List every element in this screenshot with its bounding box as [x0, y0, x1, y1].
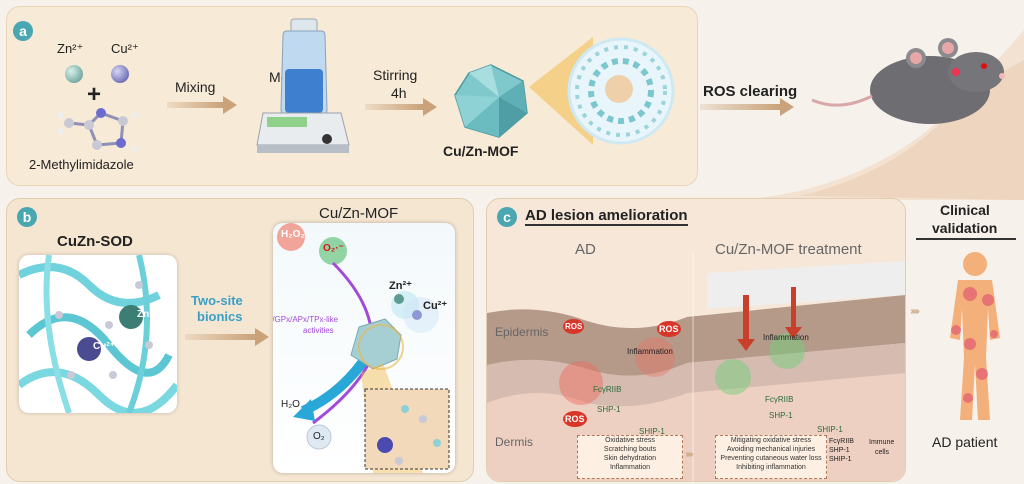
mof-cu-label: Cu²⁺	[423, 300, 448, 312]
legend-immune-cells-line1: Immune	[869, 439, 895, 446]
sod-title: CuZn-SOD	[57, 233, 133, 250]
panel-c-title: AD lesion amelioration	[525, 207, 688, 226]
oxygen-label: O₂	[313, 431, 325, 442]
panel-b-badge: b	[17, 207, 37, 227]
bionics-label: bionics	[197, 309, 243, 324]
ligand-label: 2-Methylimidazole	[29, 157, 134, 172]
imidazole-molecule-icon	[58, 108, 138, 152]
panel-a-badge: a	[13, 21, 33, 41]
activity-line2: activities	[303, 326, 334, 335]
treat-box-line: Inhibiting inflammation	[736, 464, 806, 471]
sod-ribbon-icon	[19, 255, 177, 413]
ad-header: AD	[575, 241, 596, 258]
legend-ship: SHP-1	[829, 447, 850, 454]
legend-fcr: FcγRIIB	[829, 438, 854, 445]
mof-zn-label: Zn²⁺	[389, 280, 412, 292]
ros-burst-1: ROS	[563, 319, 585, 334]
ros-clearing-arrow-head	[780, 98, 794, 116]
sod-protein-view: Zn²⁺ Cu²⁺	[19, 255, 177, 413]
ad-box-line: Skin dehydration	[603, 455, 657, 462]
mixing-arrow-head	[223, 96, 237, 114]
mouse-illustration	[740, 30, 1024, 200]
cu-ion-label: Cu²⁺	[111, 41, 139, 56]
patient-figure-icon	[950, 252, 1000, 420]
treat-box-line: Preventing cutaneous water loss	[720, 455, 822, 462]
two-site-label: Two-site	[191, 293, 243, 308]
cu-ion-sphere	[111, 65, 129, 83]
stirring-label: Stirring	[373, 67, 418, 83]
zn-ion-label: Zn²⁺	[57, 41, 84, 56]
water-label: H₂O	[281, 399, 300, 410]
ad-ship1-label: SHIP-1	[639, 427, 665, 436]
panel-b: b CuZn-SOD Zn²⁺ Cu²⁺ Two-site bionics Cu…	[6, 198, 474, 482]
stirring-arrow-head	[423, 98, 437, 116]
treatment-header: Cu/Zn-MOF treatment	[715, 241, 862, 258]
mof-catalysis-view: H₂O₂ O₂·⁻ Zn²⁺ Cu²⁺ SOD/GPx/APx/TPx-like…	[273, 223, 455, 473]
mof-zoom-view	[529, 37, 675, 145]
patient-label: AD patient	[932, 434, 998, 450]
panel-a: a Zn²⁺ Cu²⁺ + 2-Methylimidazole Mixing M…	[6, 6, 797, 186]
ros-burst-3: ROS	[563, 411, 587, 427]
ad-box-line: Scratching bouts	[603, 446, 657, 453]
marker-legend: FcγRIIB SHP-1 SHIP-1	[829, 437, 854, 464]
mof-label: Cu/Zn-MOF	[443, 143, 519, 159]
sod-zn-label: Zn²⁺	[137, 309, 158, 320]
clinical-chevrons: ››››››	[910, 306, 920, 317]
sod-cu-label: Cu²⁺	[93, 341, 115, 352]
summary-chevrons: ›››››	[685, 449, 694, 460]
dermis-label: Dermis	[495, 435, 533, 449]
zn-ion-sphere	[65, 65, 83, 83]
mof-catalysis-diagram	[277, 223, 450, 473]
treatment-summary-box: Mitigating oxidative stress Avoiding mec…	[715, 435, 827, 479]
ad-inflammation-label: Inflammation	[627, 347, 673, 356]
ad-ship-label: SHP-1	[597, 405, 621, 414]
treat-inflammation-label: Inflammation	[763, 333, 809, 342]
ad-box-line: Oxidative stress	[605, 437, 655, 444]
legend-immune-cells-line2: cells	[875, 449, 890, 456]
treat-ship-label: SHP-1	[769, 411, 793, 420]
bionics-arrow	[185, 334, 255, 340]
ad-fcr-label: FcγRIIB	[593, 385, 622, 394]
superoxide-label: O₂·⁻	[323, 243, 344, 254]
bionics-arrow-head	[255, 328, 269, 346]
panel-c-badge: c	[497, 207, 517, 227]
clinical-title-line1: Clinical	[940, 202, 990, 218]
treat-fcr-label: FcγRIIB	[765, 395, 794, 404]
ad-box-line: Inflammation	[609, 464, 651, 471]
clinical-title-line2: validation	[932, 220, 998, 236]
treat-box-line: Mitigating oxidative stress	[730, 437, 812, 444]
mixing-arrow	[167, 102, 223, 108]
mof-crystal-icon	[454, 64, 528, 138]
stirring-arrow	[365, 104, 423, 110]
magnetic-stirrer-icon	[256, 18, 350, 153]
epidermis-label: Epidermis	[495, 325, 549, 339]
h2o2-label: H₂O₂	[281, 229, 305, 240]
ros-clearing-label: ROS clearing	[703, 83, 798, 100]
stirring-time-label: 4h	[391, 85, 407, 101]
mixing-label: Mixing	[175, 79, 216, 95]
activity-line1: SOD/GPx/APx/TPx-like	[273, 315, 339, 324]
ros-burst-2: ROS	[657, 321, 681, 337]
ad-summary-box: Oxidative stress Scratching bouts Skin d…	[577, 435, 683, 479]
ros-clearing-arrow	[700, 104, 780, 110]
plus-sign: +	[87, 81, 102, 108]
panel-c: c AD lesion amelioration AD Cu/Zn-MOF tr…	[486, 198, 906, 482]
treat-ship1-label: SHIP-1	[817, 425, 843, 434]
skin-cross-section	[487, 253, 905, 481]
treat-box-line: Avoiding mechanical injuries	[726, 446, 816, 453]
mof-title: Cu/Zn-MOF	[319, 205, 399, 222]
clinical-divider	[916, 238, 1016, 240]
legend-ship1: SHIP-1	[829, 456, 852, 463]
